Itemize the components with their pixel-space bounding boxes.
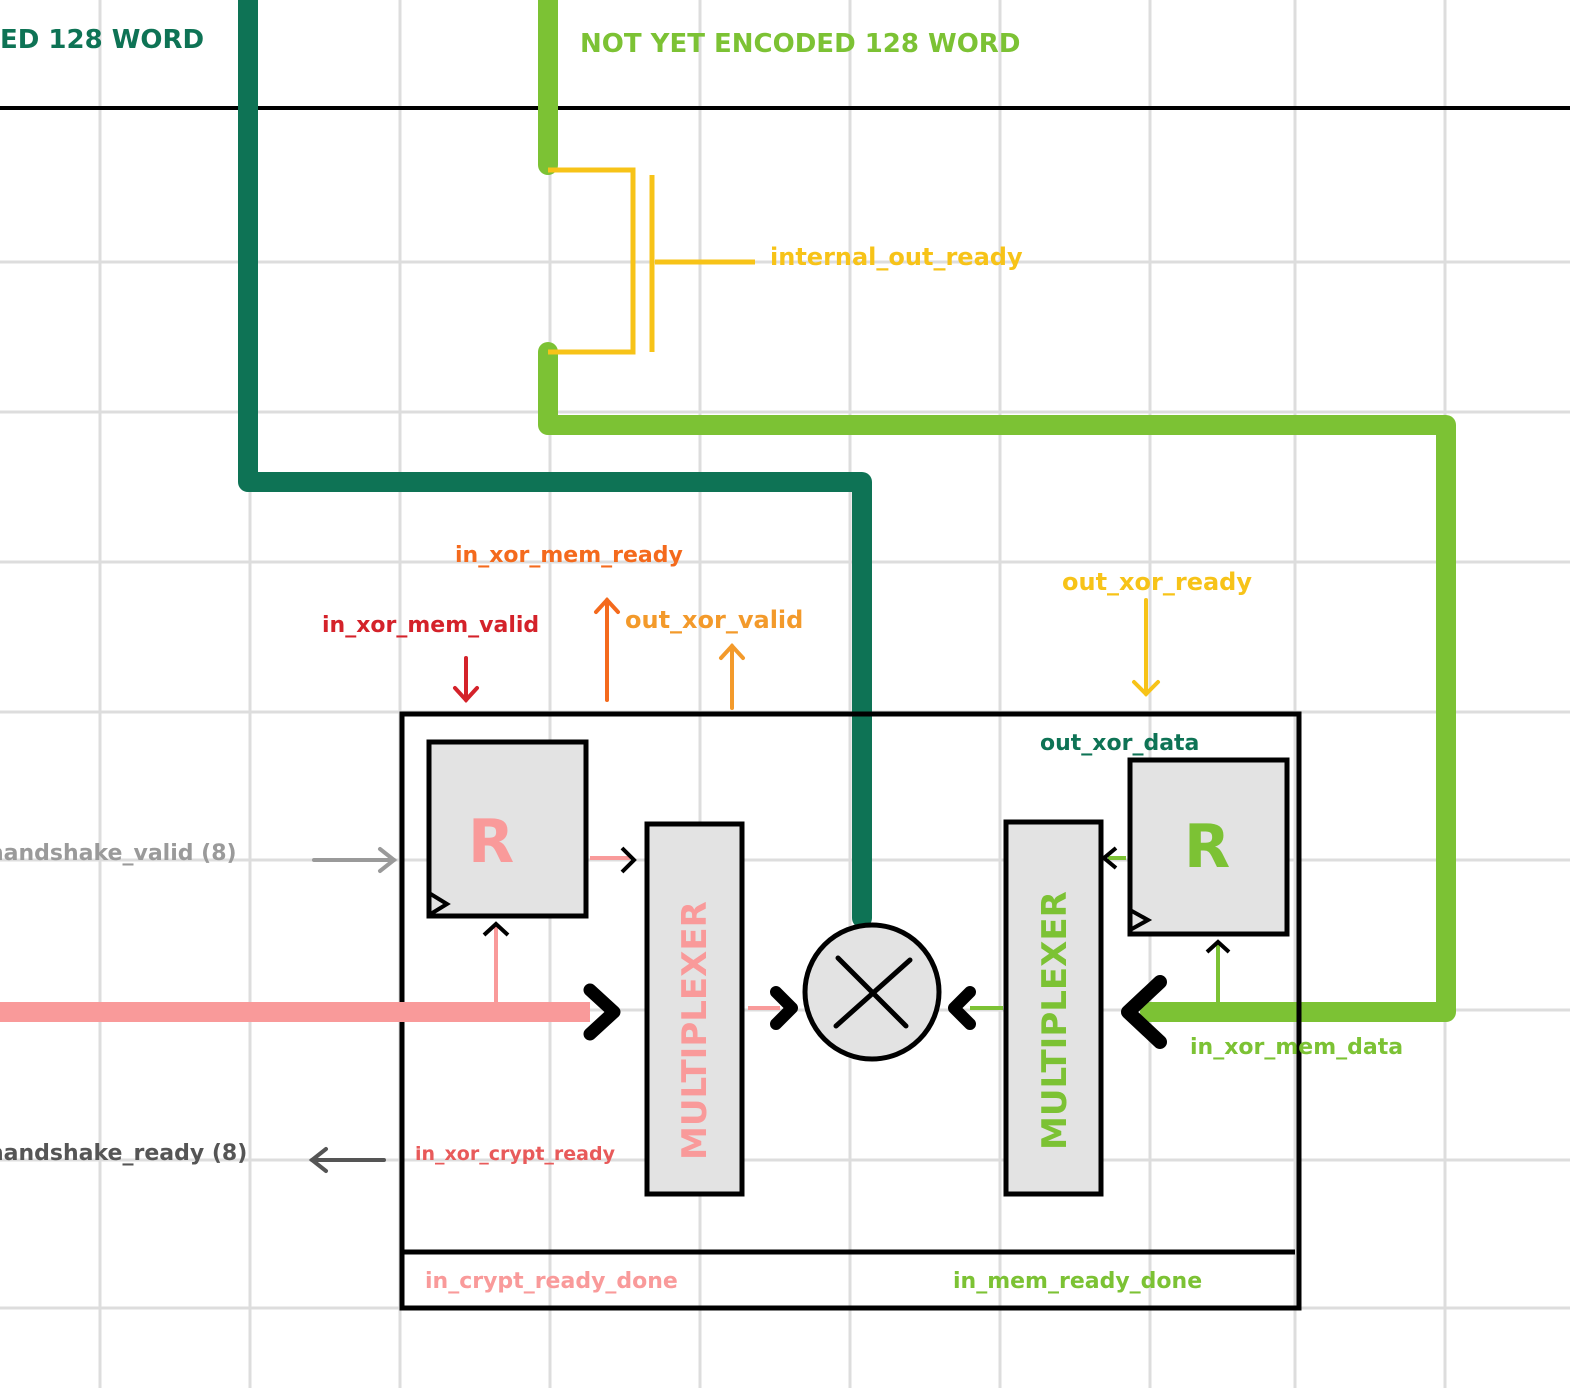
left-register-input-chevron bbox=[482, 921, 510, 937]
in-xor-mem-ready-label: in_xor_mem_ready bbox=[455, 543, 683, 568]
crypt-data-bus-chevron bbox=[583, 983, 621, 1041]
right-multiplexer bbox=[1003, 819, 1104, 1197]
in-xor-mem-valid-arrow bbox=[453, 656, 479, 703]
in-crypt-ready-done-label: in_crypt_ready_done bbox=[425, 1269, 678, 1294]
handshake-ready-label: handshake_ready (8) bbox=[0, 1141, 247, 1166]
in-mem-ready-done-label: in_mem_ready_done bbox=[953, 1269, 1202, 1294]
in-xor-crypt-ready-label: in_xor_crypt_ready bbox=[415, 1143, 616, 1165]
right-register bbox=[1127, 757, 1290, 937]
top-left-label: ED 128 WORD bbox=[0, 25, 204, 55]
handshake-valid-arrow bbox=[312, 847, 398, 873]
mem-data-bus-chevron bbox=[1121, 975, 1167, 1049]
left-multiplexer-label: MULTIPLEXER bbox=[675, 901, 715, 1160]
out-xor-ready-label: out_xor_ready bbox=[1062, 568, 1252, 596]
left-register bbox=[426, 739, 589, 919]
right-multiplexer-label: MULTIPLEXER bbox=[1035, 891, 1075, 1150]
left-register-output-chevron bbox=[620, 846, 637, 874]
in-xor-mem-valid-label: in_xor_mem_valid bbox=[322, 613, 539, 638]
right-register-clock-icon bbox=[1129, 908, 1153, 932]
right-register-label: R bbox=[1184, 812, 1230, 882]
right-register-input-chevron bbox=[1205, 939, 1231, 954]
not-encoded-wire-loop bbox=[538, 342, 1456, 1022]
handshake-ready-arrow bbox=[308, 1147, 386, 1173]
left-register-label: R bbox=[468, 807, 514, 877]
xor-gate-symbol-icon bbox=[833, 955, 913, 1029]
out-xor-ready-arrow bbox=[1132, 598, 1160, 697]
out-xor-data-label: out_xor_data bbox=[1040, 731, 1199, 756]
left-register-clock-icon bbox=[427, 891, 451, 917]
right-mux-output-chevron bbox=[948, 986, 976, 1030]
left-mux-output-chevron bbox=[770, 986, 798, 1030]
transistor-switch bbox=[548, 167, 755, 355]
in-xor-mem-data-label: in_xor_mem_data bbox=[1190, 1035, 1403, 1060]
encoded-word-wire bbox=[238, 0, 872, 928]
right-register-output-chevron bbox=[1100, 846, 1118, 870]
out-xor-valid-arrow bbox=[719, 643, 745, 710]
internal-out-ready-label: internal_out_ready bbox=[770, 243, 1023, 271]
not-yet-encoded-label: NOT YET ENCODED 128 WORD bbox=[580, 29, 1020, 59]
in-xor-mem-ready-arrow bbox=[594, 597, 620, 702]
left-multiplexer bbox=[644, 821, 745, 1197]
handshake-valid-label: handshake_valid (8) bbox=[0, 841, 237, 866]
out-xor-valid-label: out_xor_valid bbox=[625, 606, 803, 634]
